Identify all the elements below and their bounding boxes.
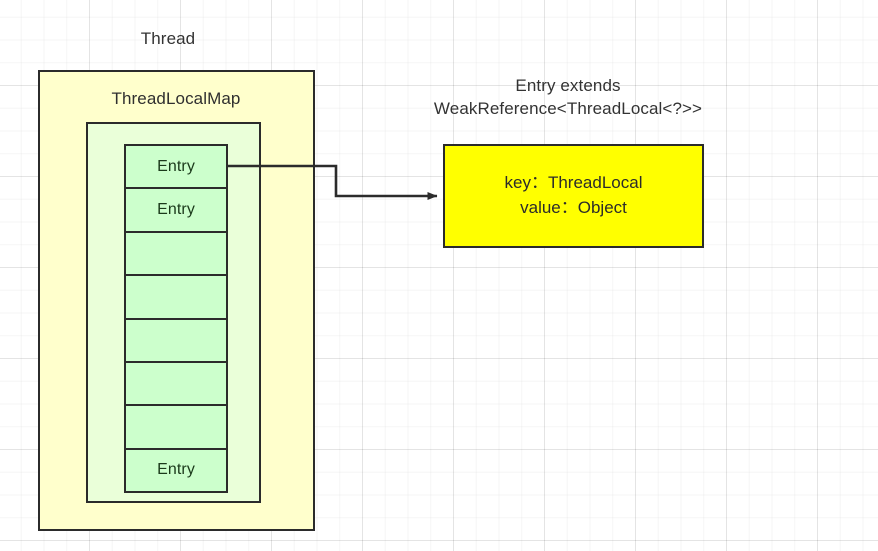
entry-cell[interactable] [124,230,228,277]
entry-cell[interactable] [124,274,228,320]
entry-value-field: value：Object [520,198,627,217]
entry-detail-box[interactable]: key：ThreadLocal value：Object [443,144,704,248]
entry-cell[interactable] [124,404,228,450]
entry-table: Entry Entry Entry [124,144,228,493]
entry-class-heading-line2: WeakReference<ThreadLocal<?>> [433,98,703,118]
entry-cell[interactable] [124,317,228,363]
entry-key-field: key：ThreadLocal [504,173,643,193]
entry-cell[interactable]: Entry [124,447,228,493]
entry-cell[interactable]: Entry [124,187,228,233]
entry-cell[interactable]: Entry [124,144,228,190]
thread-label: Thread [140,29,196,48]
thread-local-map-label: ThreadLocalMap [111,89,241,108]
entry-cell[interactable] [124,360,228,407]
entry-class-heading-line1: Entry extends [515,76,621,95]
